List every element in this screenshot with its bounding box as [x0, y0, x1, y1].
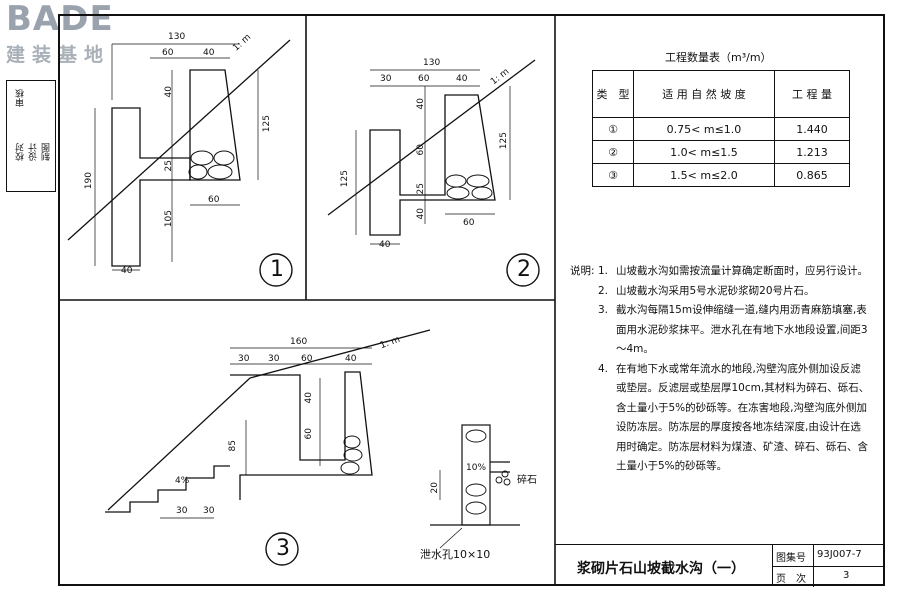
fig2-dim-h3: 60: [416, 144, 426, 156]
table-cell-type: ①: [592, 117, 634, 141]
note-number: 2.: [598, 284, 609, 297]
title-cell: 浆砌片石山坡截水沟（一）: [555, 544, 773, 586]
fig2-dim-a: 30: [380, 74, 392, 84]
detail-percent: 10%: [466, 463, 487, 473]
notes: 说明: 1. 山坡截水沟如需按流量计算确定断面时，应另行设计。 2. 山坡截水沟…: [570, 262, 870, 477]
fig1-dim-right: 60: [208, 195, 220, 205]
fig2-dim-h2: 125: [499, 132, 509, 150]
detail-stone: 碎石: [517, 475, 537, 486]
detail-height: 20: [430, 482, 440, 494]
fig3-dim-h1: 40: [304, 392, 314, 404]
detail-caption: 泄水孔10×10: [420, 548, 491, 561]
figure-2-number: 2: [517, 257, 531, 282]
fig1-dim-h2: 125: [262, 115, 272, 133]
fig1-dim-top-b: 40: [203, 48, 215, 58]
set-label: 图集号: [776, 553, 806, 564]
notes-prefix: 说明:: [570, 265, 595, 277]
figure-1-circle: [259, 253, 293, 287]
logo-subtitle: 建装基地: [6, 44, 111, 66]
table-header-slope: 适 用 自 然 坡 度: [633, 70, 775, 118]
fig1-dim-h5: 105: [164, 210, 174, 228]
table-header-row: 类 型 适 用 自 然 坡 度 工 程 量: [592, 70, 850, 118]
fig1-dim-h3: 25: [164, 160, 174, 172]
fig3-dim-d: 40: [345, 354, 357, 364]
page-value: 3: [843, 570, 850, 581]
figure-3-number: 3: [276, 536, 290, 561]
figure-2-drawing: [327, 59, 536, 245]
fig3-grade: 4%: [175, 476, 190, 486]
note-item: 3. 截水沟每隔15m设伸缩缝一道,缝内用沥青麻筋填塞,表面用水泥砂浆抹平。泄水…: [570, 301, 870, 360]
table-cell-type: ③: [592, 163, 634, 187]
meta-cell: 图集号 93J007-7 页 次 3: [773, 544, 885, 587]
note-text: 在有地下水或常年流水的地段,沟壁沟底外侧加设反滤或垫层。反滤层或垫层厚10cm,…: [616, 362, 870, 473]
table-header-amount: 工 程 量: [774, 70, 850, 118]
table-cell-slope: 1.5< m≤2.0: [633, 163, 775, 187]
fig1-dim-h1: 40: [164, 86, 174, 98]
table-cell-amount: 1.440: [774, 117, 850, 141]
fig2-dim-h1: 40: [416, 98, 426, 110]
fig2-dim-right: 60: [463, 218, 475, 228]
page-label: 页 次: [776, 574, 806, 585]
figure-1-drawing: [67, 39, 291, 271]
signature-strip: 审核 校对 设计 制图: [6, 80, 56, 192]
drain-detail-drawing: [430, 424, 520, 549]
note-text: 山坡截水沟采用5号水泥砂浆砌20号片石。: [616, 284, 815, 297]
note-number: 1.: [598, 265, 609, 277]
title-block: 浆砌片石山坡截水沟（一） 图集号 93J007-7 页 次 3: [555, 544, 885, 587]
figure-2-circle: [506, 253, 540, 287]
fig3-dim-b: 30: [268, 354, 280, 364]
fig1-dim-top-a: 60: [162, 48, 174, 58]
fig2-dim-c: 40: [456, 74, 468, 84]
fig2-dim-bottom: 40: [379, 240, 391, 250]
fig3-dim-h2: 60: [304, 428, 314, 440]
fig2-dim-h4: 25: [416, 183, 426, 195]
table-cell-amount: 1.213: [774, 140, 850, 164]
drawing-title: 浆砌片石山坡截水沟（一）: [577, 561, 745, 577]
fig3-step-b: 30: [203, 506, 215, 516]
note-item: 2. 山坡截水沟采用5号水泥砂浆砌20号片石。: [570, 282, 870, 302]
set-value: 93J007-7: [817, 549, 862, 560]
fig2-dim-left: 125: [340, 170, 350, 188]
fig3-dim-c: 60: [301, 354, 313, 364]
fig2-dim-b: 60: [418, 74, 430, 84]
fig3-dim-a: 30: [238, 354, 250, 364]
fig1-dim-top-total: 130: [168, 32, 186, 42]
fig3-dim-top-total: 160: [290, 337, 308, 347]
table-cell-slope: 0.75< m≤1.0: [633, 117, 775, 141]
note-text: 截水沟每隔15m设伸缩缝一道,缝内用沥青麻筋填塞,表面用水泥砂浆抹平。泄水孔在有…: [616, 304, 868, 355]
fig1-dim-bottom: 40: [121, 266, 133, 276]
fig3-dim-h3: 85: [228, 440, 238, 452]
note-number: 3.: [598, 304, 609, 316]
note-item: 4. 在有地下水或常年流水的地段,沟壁沟底外侧加设反滤或垫层。反滤层或垫层厚10…: [570, 360, 870, 477]
fig3-step-a: 30: [176, 506, 188, 516]
set-row: 图集号 93J007-7: [773, 545, 885, 587]
table-row: ② 1.0< m≤1.5 1.213: [592, 140, 850, 164]
table-cell-type: ②: [592, 140, 634, 164]
fig1-dim-h4: 190: [84, 172, 94, 190]
quantity-table: 类 型 适 用 自 然 坡 度 工 程 量 ① 0.75< m≤1.0 1.44…: [592, 70, 850, 187]
figure-3-drawing: [105, 329, 431, 519]
table-header-type: 类 型: [592, 70, 634, 118]
table-row: ① 0.75< m≤1.0 1.440: [592, 117, 850, 141]
figure-3-circle: [265, 532, 299, 566]
fig2-dim-top-total: 130: [423, 58, 441, 68]
table-row: ③ 1.5< m≤2.0 0.865: [592, 163, 850, 187]
figure-1-number: 1: [270, 257, 284, 282]
table-cell-slope: 1.0< m≤1.5: [633, 140, 775, 164]
meta-divider: [813, 545, 814, 587]
quantity-table-title: 工程数量表（m³/m）: [665, 51, 772, 64]
table-cell-amount: 0.865: [774, 163, 850, 187]
fig2-dim-h5: 40: [416, 208, 426, 220]
note-number: 4.: [598, 362, 609, 375]
note-text: 山坡截水沟如需按流量计算确定断面时，应另行设计。: [616, 265, 868, 277]
note-item: 说明: 1. 山坡截水沟如需按流量计算确定断面时，应另行设计。: [570, 262, 870, 282]
